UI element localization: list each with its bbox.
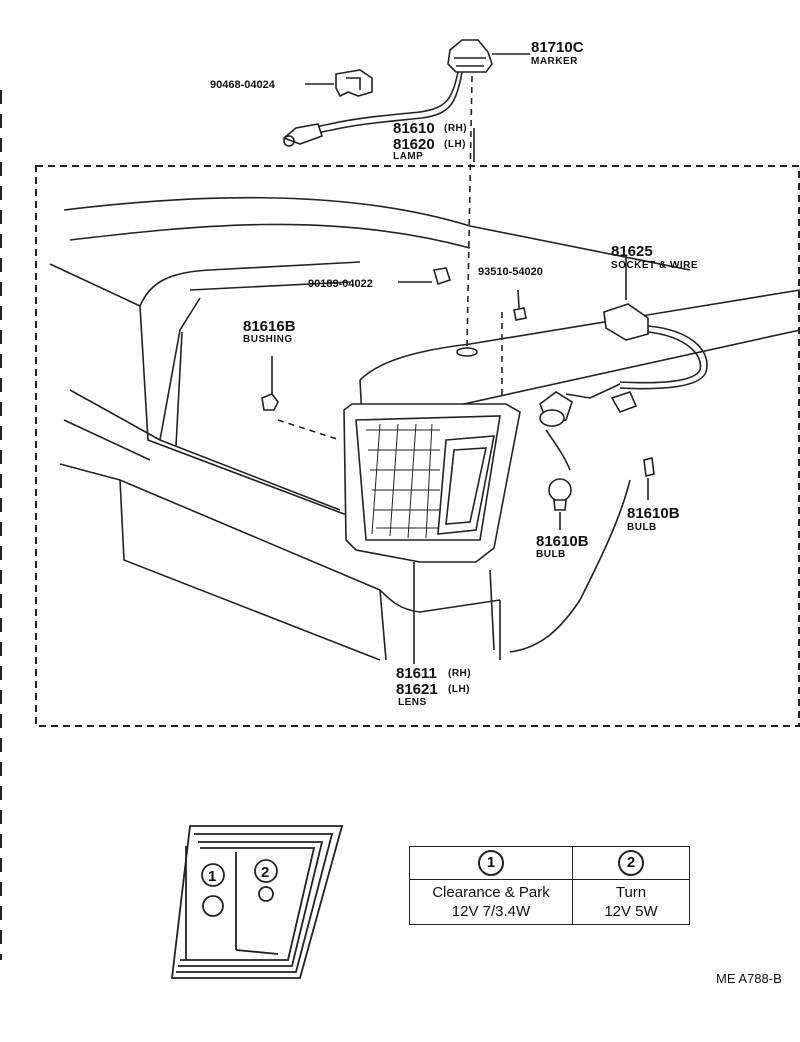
figure-code: ME A788-B [716, 971, 782, 986]
bulb-legend-table: 1 2 Clearance & Park 12V 7/3.4W Turn 12V… [409, 846, 690, 925]
inset-mark-1: 1 [208, 868, 216, 885]
bulb-clearance-part-number: 81610B [536, 533, 589, 550]
detail-frame [35, 165, 800, 727]
marker-part-number: 81710C [531, 39, 584, 56]
marker-description: MARKER [531, 56, 578, 67]
clip-part-number: 90468-04024 [210, 79, 276, 91]
lens-rh-part-number: 81611 [396, 665, 437, 682]
lens-rh-side: (RH) [448, 668, 471, 679]
lens-lh-side: (LH) [448, 684, 470, 695]
bushing-description: BUSHING [243, 334, 293, 345]
socket-description: SOCKET & WIRE [611, 260, 698, 271]
inset-lens-diagram [170, 825, 344, 979]
bulb-turn-description: BULB [627, 522, 657, 533]
lamp-description: LAMP [393, 151, 423, 162]
legend-header-row: 1 2 [409, 846, 690, 880]
legend-clearance-rating: 12V 7/3.4W [451, 903, 531, 920]
lamp-rh-part-number: 81610 [393, 120, 435, 137]
lens-lh-part-number: 81621 [396, 681, 438, 698]
socket-part-number: 81625 [611, 243, 653, 260]
legend-cell-turn: Turn 12V 5W [572, 879, 690, 925]
marker-lamp-drawing [282, 39, 530, 347]
screw-part-number: 93510-54020 [478, 266, 543, 278]
lamp-rh-side: (RH) [444, 123, 467, 134]
lamp-lh-part-number: 81620 [393, 136, 435, 153]
legend-mark-1: 1 [478, 850, 504, 876]
legend-cell-clearance: Clearance & Park 12V 7/3.4W [409, 879, 573, 925]
legend-clearance-name: Clearance & Park [432, 884, 550, 901]
bulb-clearance-description: BULB [536, 549, 566, 560]
legend-data-row: Clearance & Park 12V 7/3.4W Turn 12V 5W [409, 879, 690, 925]
legend-turn-rating: 12V 5W [604, 903, 658, 920]
legend-header-2: 2 [572, 846, 690, 880]
nut-part-number: 90189-04022 [308, 278, 373, 290]
legend-header-1: 1 [409, 846, 573, 880]
lamp-lh-side: (LH) [444, 139, 466, 150]
body-panel-drawing [49, 196, 800, 664]
legend-mark-2: 2 [618, 850, 644, 876]
bushing-part-number: 81616B [243, 318, 296, 335]
lens-description: LENS [398, 697, 427, 708]
bulb-turn-part-number: 81610B [627, 505, 680, 522]
inset-mark-2: 2 [261, 864, 269, 881]
legend-turn-name: Turn [615, 884, 647, 901]
